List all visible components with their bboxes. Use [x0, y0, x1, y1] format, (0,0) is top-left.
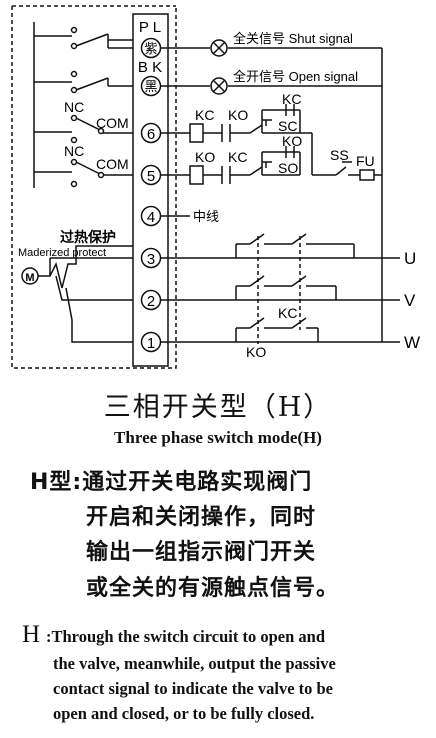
svg-text:1: 1 — [147, 335, 155, 352]
terminal-4: 4 — [140, 205, 162, 227]
com-label-2: COM — [96, 156, 129, 172]
terminal-bk: B K 黑 — [138, 59, 162, 97]
desc-en-line-4: open and closed, or to be fully closed. — [53, 704, 315, 723]
phase-v-label: V — [404, 291, 416, 310]
nc-label-2: NC — [64, 143, 84, 159]
desc-cn-line-1: H型:通过开关电路实现阀门 — [30, 470, 313, 495]
relay-label-ss: SS — [330, 147, 349, 163]
terminal-bk-label: B K — [138, 59, 162, 76]
shut-signal-label: 全关信号 Shut signal — [233, 31, 353, 46]
desc-en-line-3: contact signal to indicate the valve to … — [53, 679, 334, 698]
relay-label-kc-3: KC — [228, 149, 247, 165]
svg-text:2: 2 — [147, 293, 155, 310]
phase-ko-label: KO — [246, 344, 266, 360]
terminal-pl-color: 紫 — [144, 41, 157, 56]
relay-label-ko-3: KO — [282, 133, 302, 149]
terminal-1: 1 — [140, 331, 162, 353]
motor-letter: M — [25, 272, 34, 284]
relay-label-ko-1: KO — [228, 107, 248, 123]
relay-label-kc-2: KC — [282, 91, 301, 107]
svg-text:4: 4 — [147, 209, 155, 226]
terminal-5: 5 — [140, 164, 162, 186]
svg-text:6: 6 — [147, 126, 155, 143]
svg-text:5: 5 — [147, 168, 155, 185]
terminal-pl-label: P L — [139, 19, 161, 36]
com-label-1: COM — [96, 115, 129, 131]
svg-text:3: 3 — [147, 251, 155, 268]
desc-cn-line-4: 或全关的有源触点信号。 — [86, 576, 340, 601]
wiring-diagram: P L 紫 B K 黑 6 5 4 3 2 1 — [11, 5, 420, 369]
terminal-bk-color: 黑 — [144, 79, 157, 94]
desc-cn-line-2: 开启和关闭操作，同时 — [86, 505, 317, 530]
phase-u-label: U — [404, 249, 416, 268]
terminal-3: 3 — [140, 247, 162, 269]
open-signal-label: 全开信号 Open signal — [233, 69, 358, 84]
relay-label-sc: SC — [278, 118, 297, 134]
terminal-2: 2 — [140, 289, 162, 311]
internal-switches — [33, 22, 133, 188]
desc-cn-line-3: 输出一组指示阀门开关 — [86, 540, 317, 565]
desc-en-prefix: H — [22, 621, 41, 648]
enclosure-outline — [11, 6, 177, 369]
relay-label-fu: FU — [356, 153, 375, 169]
title-english: Three phase switch mode(H) — [114, 428, 322, 447]
shut-signal-lamp — [161, 39, 382, 57]
terminal-6: 6 — [140, 122, 162, 144]
relay-label-ko-2: KO — [195, 149, 215, 165]
phase-w-label: W — [404, 333, 420, 352]
nc-label-1: NC — [64, 99, 84, 115]
neutral-label: 中线 — [193, 209, 219, 224]
motor-symbol — [21, 245, 133, 343]
overheat-label: 过热保护 — [60, 229, 116, 245]
phase-network — [161, 233, 400, 344]
terminal-pl: P L 紫 — [139, 19, 162, 59]
desc-en-line-1: :Through the switch circuit to open and — [46, 627, 326, 646]
relay-label-kc-1: KC — [195, 107, 214, 123]
motorized-label: Maderized protect — [18, 247, 106, 259]
relay-circuits — [161, 48, 383, 342]
phase-kc-label: KC — [278, 305, 297, 321]
open-signal-lamp — [161, 77, 382, 95]
terminal-strip — [132, 13, 169, 367]
relay-label-so: SO — [278, 160, 298, 176]
title-chinese: 三相开关型（H） — [103, 392, 333, 423]
desc-en-line-2: the valve, meanwhile, output the passive — [53, 654, 336, 673]
